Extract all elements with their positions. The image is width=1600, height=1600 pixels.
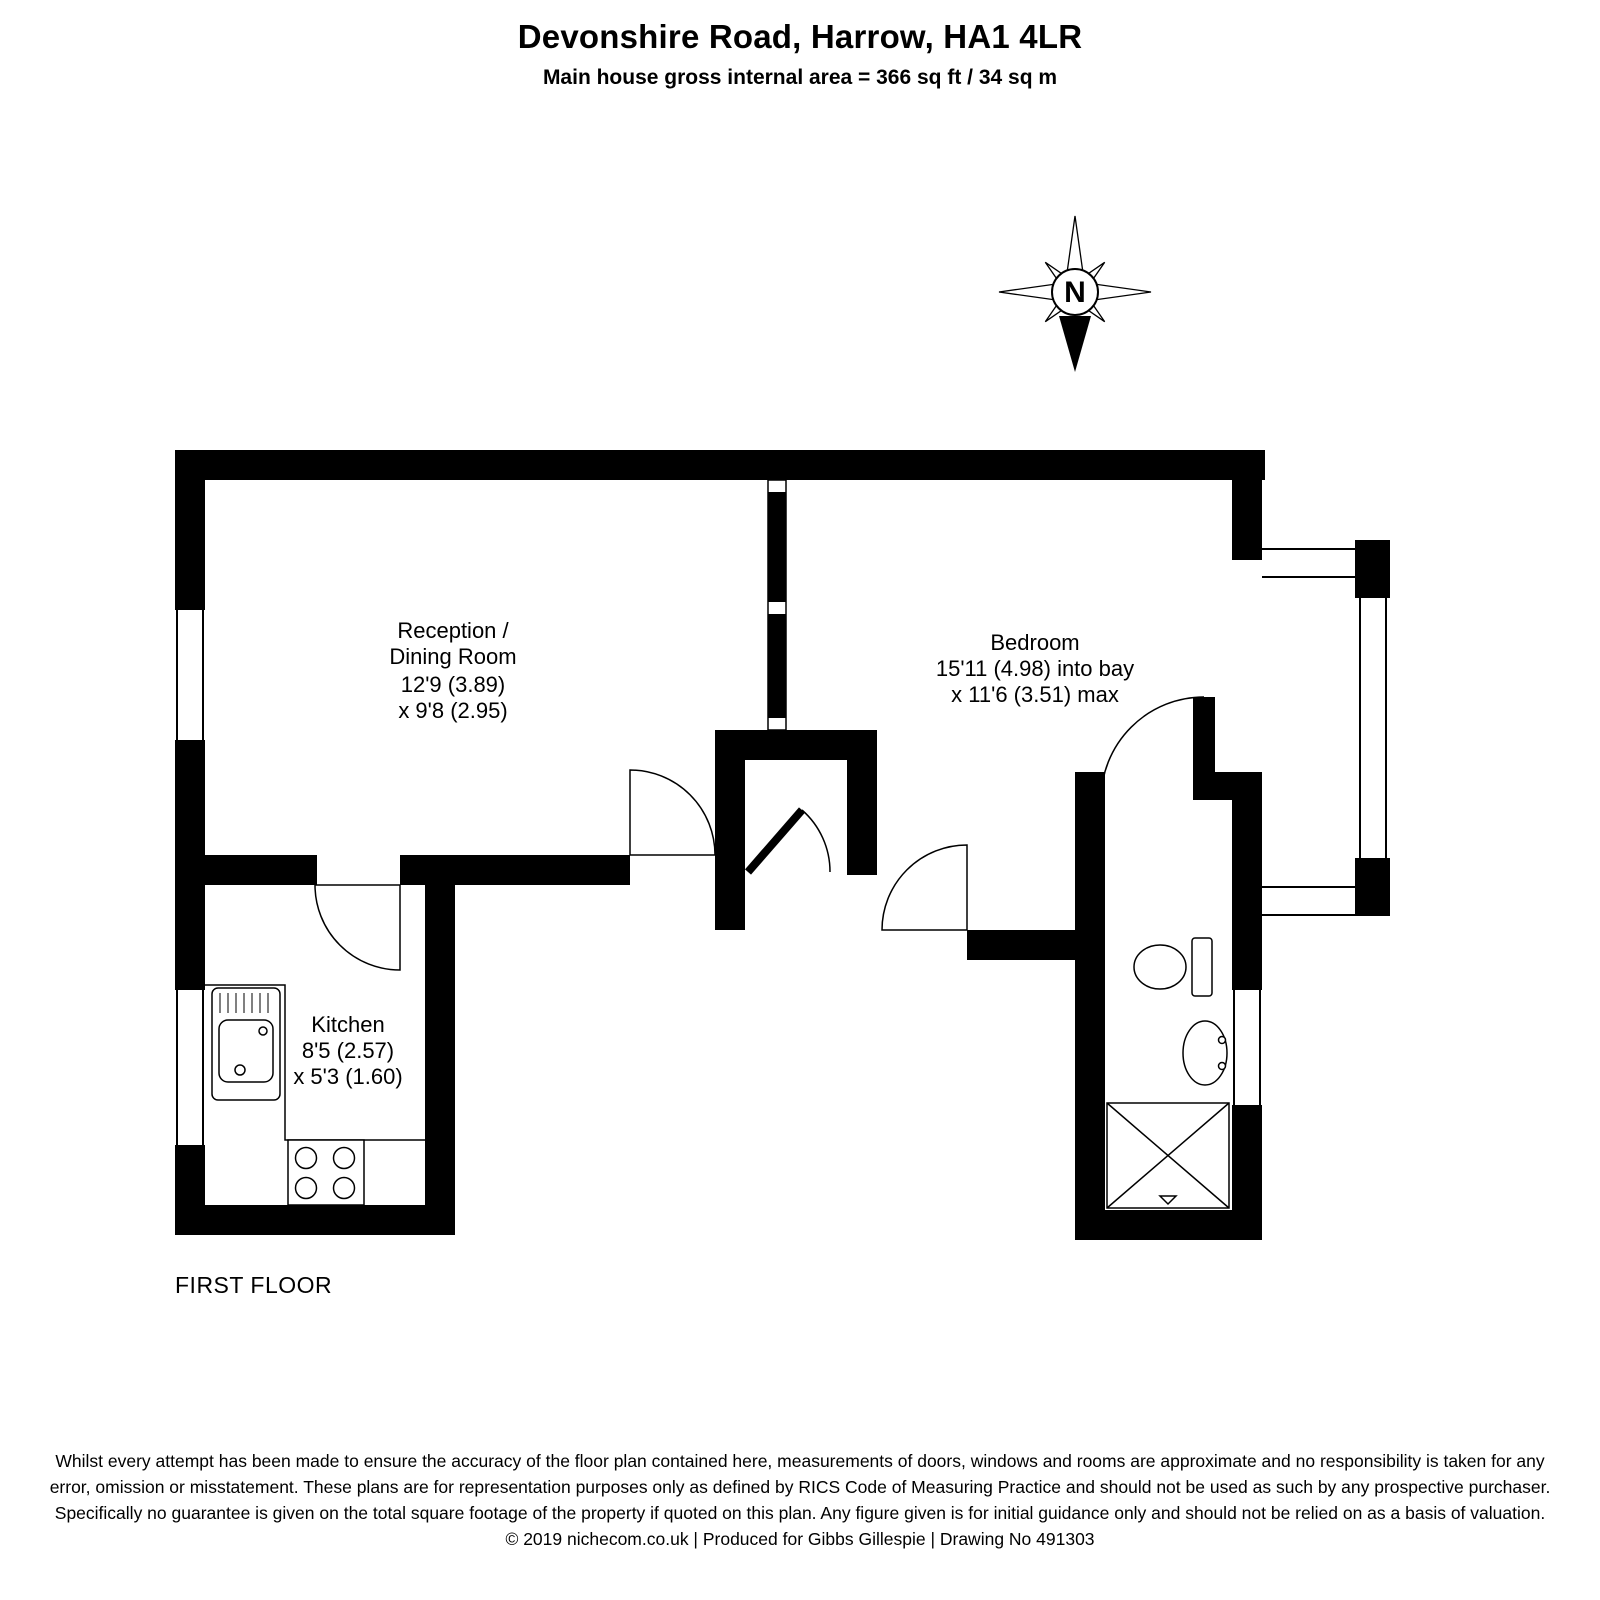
stove-icon [287,1139,365,1206]
partition-segment-lower [768,614,786,718]
compass-arrow-icon [1059,316,1091,372]
reception-dimensions-line1: 12'9 (3.89) [401,672,506,697]
disclaimer-line-3: Specifically no guarantee is given on th… [54,1503,1546,1523]
kitchen-name: Kitchen [311,1012,384,1037]
wall-kitchen-bottom [175,1205,455,1235]
wall-bay-corner-bottom [1355,858,1390,916]
partition-outline [767,479,787,731]
entrance-door-leaf-icon [744,807,806,875]
bedroom-label: Bedroom 15'11 (4.98) into bay x 11'6 (3.… [936,630,1134,707]
bedroom-dimensions-line1: 15'11 (4.98) into bay [936,656,1134,681]
entrance-door-swing-icon [801,809,831,873]
windows [176,548,1387,1145]
wall-bathroom-bottom [1075,1210,1262,1240]
bathroom-fixtures [1106,937,1230,1209]
window-reception-left [176,610,204,740]
wall-hall-west [715,760,745,930]
toilet-icon [1133,937,1213,997]
doors [314,696,1215,971]
page-subtitle: Main house gross internal area = 366 sq … [542,66,1058,89]
kitchen-dimensions-line2: x 5'3 (1.60) [293,1064,402,1089]
wall-reception-bottom [455,855,630,885]
kitchen-sink-icon [211,987,281,1101]
wall-kitchen-top-stub [400,855,425,885]
wall-left-upper [175,480,205,610]
wall-kitchen-right [425,855,455,1235]
wall-top [175,450,1265,480]
header: Devonshire Road, Harrow, HA1 4LR Main ho… [0,18,1600,90]
bedroom-name: Bedroom [990,630,1079,655]
wall-bathroom-right-lower [1232,1105,1262,1240]
wall-hall-nook [847,760,877,875]
kitchen-dimensions-line1: 8'5 (2.57) [302,1038,394,1063]
partition-segment-upper [768,492,786,602]
disclaimer-line-1: Whilst every attempt has been made to en… [55,1451,1545,1471]
bathroom-door-leaf-icon [1193,697,1215,800]
wall-kitchen-top-left [205,855,317,885]
shower-icon [1106,1102,1230,1209]
reception-door-swing-icon [629,769,716,856]
wall-left-mid [175,740,205,990]
credits-line: © 2019 nichecom.co.uk | Produced for Gib… [505,1529,1095,1549]
room-labels: Reception / Dining Room 12'9 (3.89) x 9'… [293,618,1134,1089]
kitchen-label: Kitchen 8'5 (2.57) x 5'3 (1.60) [293,1012,402,1089]
reception-label: Reception / Dining Room 12'9 (3.89) x 9'… [389,618,516,723]
kitchen-door-swing-icon [314,884,401,971]
reception-name-line1: Reception / [397,618,509,643]
footer: Whilst every attempt has been made to en… [0,1448,1600,1552]
wall-bedroom-right-upper [1232,480,1262,560]
reception-name-line2: Dining Room [389,644,516,669]
bedroom-dimensions-line2: x 11'6 (3.51) max [951,682,1119,707]
disclaimer-line-2: error, omission or misstatement. These p… [49,1477,1551,1497]
window-kitchen-left [176,990,204,1145]
wall-bay-corner-top [1355,540,1390,598]
kitchen-fixtures [205,984,425,1206]
compass-icon: N [998,215,1152,372]
walls [175,450,1390,1240]
compass-north-label: N [1064,276,1086,309]
page-title: Devonshire Road, Harrow, HA1 4LR [517,18,1083,55]
wash-basin-icon [1182,1020,1228,1086]
wall-hall-top [715,730,877,760]
floor-label: FIRST FLOOR [175,1272,332,1298]
window-bay-top [1262,548,1355,578]
window-bathroom-right [1233,990,1261,1105]
window-bay-right [1359,598,1387,858]
reception-dimensions-line2: x 9'8 (2.95) [398,698,507,723]
bathroom-door-swing-icon [1100,696,1205,801]
wall-bathroom-left [1075,772,1105,1240]
bedroom-door-swing-icon [881,844,968,931]
wall-bathroom-right-upper [1232,772,1262,990]
window-bay-bottom [1262,886,1355,916]
